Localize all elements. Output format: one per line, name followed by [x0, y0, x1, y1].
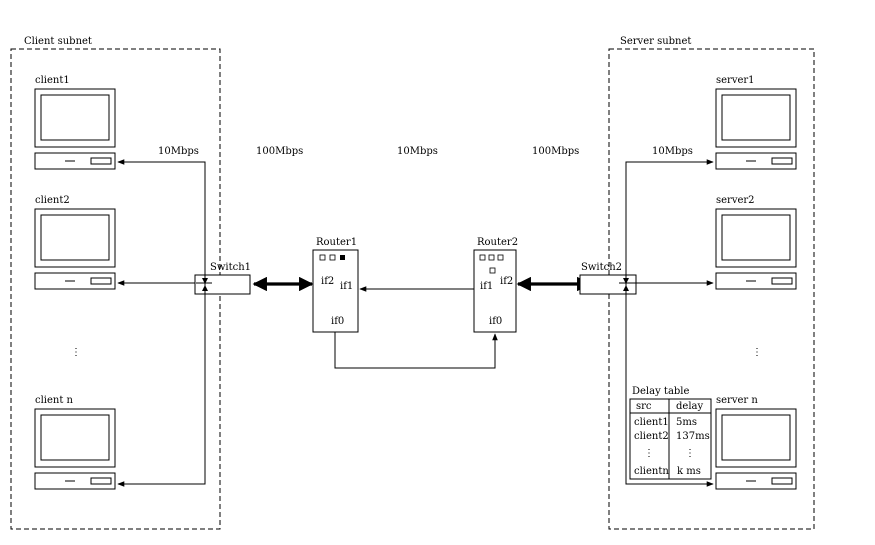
speed-label-router2-switch2: 100Mbps [532, 146, 579, 157]
client-ellipsis: ⋮ [71, 347, 81, 358]
server-label: server1 [716, 75, 755, 86]
server-access-links [625, 159, 714, 487]
delay-table-cell: clientn [634, 466, 669, 477]
server-computer-1: server1 [715, 75, 797, 170]
delay-table: Delay table src delay client1 5ms client… [629, 386, 712, 480]
router-2-if2: if2 [500, 276, 513, 287]
link-router1-router2-loop [334, 332, 498, 369]
delay-table-title: Delay table [632, 386, 690, 397]
delay-table-cell: client1 [634, 417, 669, 428]
router-1-if1: if1 [340, 281, 353, 292]
server-subnet-label: Server subnet [620, 36, 691, 47]
client-computer-n: client n [34, 395, 116, 490]
server-label: server n [716, 395, 758, 406]
switch-1-label: Switch1 [210, 262, 251, 273]
router-1-if0: if0 [331, 316, 344, 327]
speed-label-router-router: 10Mbps [397, 146, 438, 157]
switch-2: Switch2 [579, 262, 637, 295]
delay-table-cell: ⋮ [644, 448, 654, 459]
client-label: client2 [35, 195, 70, 206]
speed-label-server-access: 10Mbps [652, 146, 693, 157]
delay-table-header: delay [676, 401, 703, 412]
client-access-links [117, 159, 206, 487]
router-1: Router1 if2 if1 if0 [312, 237, 359, 333]
switch-1: Switch1 [194, 262, 251, 295]
client-computer-1: client1 [34, 75, 116, 170]
client-computer-2: client2 [34, 195, 116, 290]
client-subnet-label: Client subnet [24, 36, 92, 47]
server-computer-n: server n [715, 395, 797, 490]
delay-table-cell: 137ms [676, 431, 710, 442]
router-2-if1: if1 [480, 281, 493, 292]
delay-table-header: src [636, 401, 652, 412]
router-1-label: Router1 [316, 237, 357, 248]
server-label: server2 [716, 195, 755, 206]
server-ellipsis: ⋮ [752, 347, 762, 358]
delay-table-cell: k ms [677, 466, 701, 477]
delay-table-cell: 5ms [676, 417, 697, 428]
router-2-label: Router2 [477, 237, 518, 248]
delay-table-cell: client2 [634, 431, 669, 442]
router-2: Router2 if1 if2 if0 [473, 237, 518, 333]
client-label: client n [35, 395, 74, 406]
speed-label-switch1-router1: 100Mbps [256, 146, 303, 157]
speed-label-client-access: 10Mbps [158, 146, 199, 157]
client-label: client1 [35, 75, 70, 86]
router-2-if0: if0 [489, 316, 502, 327]
switch-2-label: Switch2 [581, 262, 622, 273]
router-1-if2: if2 [321, 276, 334, 287]
delay-table-cell: ⋮ [685, 448, 695, 459]
server-computer-2: server2 [715, 195, 797, 290]
